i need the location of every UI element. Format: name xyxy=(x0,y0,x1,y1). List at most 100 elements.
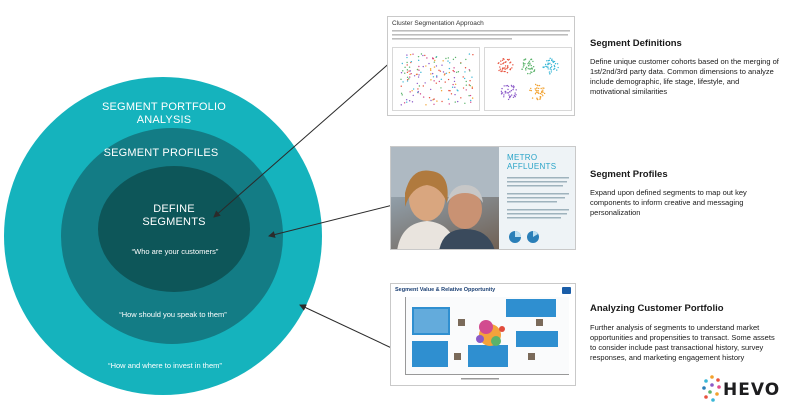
scatter-dot xyxy=(408,70,410,72)
scatter-dot xyxy=(433,61,436,63)
scatter-dot xyxy=(465,89,467,91)
cluster-dot xyxy=(537,87,540,90)
cluster-dot xyxy=(512,64,514,66)
cluster-dot xyxy=(525,69,527,71)
cluster-dot xyxy=(527,63,529,65)
profile-thumbnail-title: METRO AFFLUENTS xyxy=(507,153,557,171)
segment-profiles-heading: Segment Profiles xyxy=(590,169,668,180)
scatter-dot xyxy=(409,91,411,93)
cluster-dot xyxy=(514,92,516,94)
scatter-dot xyxy=(416,68,419,71)
cluster-dot xyxy=(504,67,506,69)
scatter-dot xyxy=(453,70,455,73)
cluster-dot xyxy=(530,64,532,67)
cluster-dot xyxy=(536,87,538,89)
scatter-dot xyxy=(431,57,434,59)
scatter-dot xyxy=(472,54,474,56)
scatter-dot xyxy=(453,80,456,83)
cluster-dot xyxy=(503,96,505,98)
scatter-dot xyxy=(406,56,408,59)
cluster-dot xyxy=(551,58,553,60)
hevo-logo-icon xyxy=(702,375,721,402)
portfolio-thumbnail-title: Segment Value & Relative Opportunity xyxy=(395,287,496,293)
scatter-dot xyxy=(447,98,450,100)
cluster-dot xyxy=(500,90,503,93)
scatter-dot xyxy=(440,90,443,92)
scatter-dot xyxy=(417,55,420,58)
cluster-dot xyxy=(525,66,528,69)
cluster-dot xyxy=(502,63,504,65)
cluster-dot xyxy=(544,63,547,66)
cluster-dot xyxy=(501,70,504,72)
cluster-dot xyxy=(527,62,530,64)
cluster-thumbnail-title: Cluster Segmentation Approach xyxy=(392,20,484,27)
scatter-dot xyxy=(470,99,472,102)
scatter-dot xyxy=(454,83,457,86)
cluster-dot xyxy=(503,94,505,96)
cluster-dot xyxy=(527,65,530,67)
scatter-dot xyxy=(449,90,451,92)
cluster-dot xyxy=(543,66,545,68)
cluster-segmentation-thumbnail: Cluster Segmentation Approach xyxy=(387,16,575,116)
scatter-dot xyxy=(448,71,451,74)
scatter-dot xyxy=(442,71,445,73)
hevo-logo-text: HEVO xyxy=(723,380,781,400)
cluster-dot xyxy=(553,68,555,71)
cluster-dot xyxy=(551,65,553,68)
scatter-dot xyxy=(422,65,424,68)
cluster-dot xyxy=(539,96,542,98)
cluster-dot xyxy=(553,65,556,68)
cluster-dot xyxy=(515,89,517,91)
scatter-dot xyxy=(417,90,419,93)
scatter-dot xyxy=(409,53,412,56)
scatter-dot xyxy=(469,80,471,82)
bubble-plot xyxy=(405,297,569,375)
cluster-dot xyxy=(504,92,506,94)
scatter-dot xyxy=(435,65,438,67)
scatter-dot xyxy=(417,59,420,62)
scatter-dot xyxy=(436,75,438,77)
cluster-dot xyxy=(535,91,537,94)
scatter-dot xyxy=(420,53,423,55)
scatter-dot xyxy=(452,58,455,61)
scatter-dot xyxy=(463,77,466,80)
scatter-dot xyxy=(411,90,413,92)
cluster-dot xyxy=(507,88,509,91)
cluster-dot xyxy=(529,63,531,65)
scatter-dot xyxy=(429,88,432,91)
scatter-dot xyxy=(441,64,443,66)
scatter-dot xyxy=(451,86,454,88)
scatter-dot xyxy=(406,54,408,56)
scatter-dot xyxy=(433,103,435,105)
cluster-dot xyxy=(523,64,525,67)
segment-profiles-title: SEGMENT PROFILES xyxy=(103,147,219,159)
scatter-dot xyxy=(444,81,446,83)
cluster-dot xyxy=(522,63,525,65)
cluster-dot xyxy=(507,98,510,101)
scatter-dot xyxy=(465,84,468,86)
cluster-dot xyxy=(502,67,505,69)
scatter-dot xyxy=(401,94,403,96)
cluster-dot xyxy=(532,66,535,68)
scatter-dot xyxy=(418,85,421,87)
scatter-dot xyxy=(448,89,450,92)
cluster-dot xyxy=(536,84,538,87)
scatter-dot xyxy=(434,59,436,62)
scatter-dot xyxy=(426,57,428,59)
segment-definitions-body: Define unique customer cohorts based on … xyxy=(590,57,779,96)
cluster-dot xyxy=(531,97,534,99)
text-lines-icon xyxy=(392,30,570,40)
scatter-dot xyxy=(433,98,435,100)
cluster-dot xyxy=(521,68,523,70)
scatter-dot xyxy=(435,82,438,84)
scatter-dot xyxy=(448,67,451,70)
portfolio-analysis-title: SEGMENT PORTFOLIO ANALYSIS xyxy=(101,101,226,126)
cluster-dot xyxy=(536,98,538,100)
scatter-dot xyxy=(454,56,457,59)
scatter-dot xyxy=(433,66,436,68)
cluster-dot xyxy=(511,85,513,88)
cluster-dot xyxy=(554,67,556,70)
scatter-dot xyxy=(422,96,425,98)
scatter-dot xyxy=(400,104,402,106)
cluster-dot xyxy=(508,96,511,99)
